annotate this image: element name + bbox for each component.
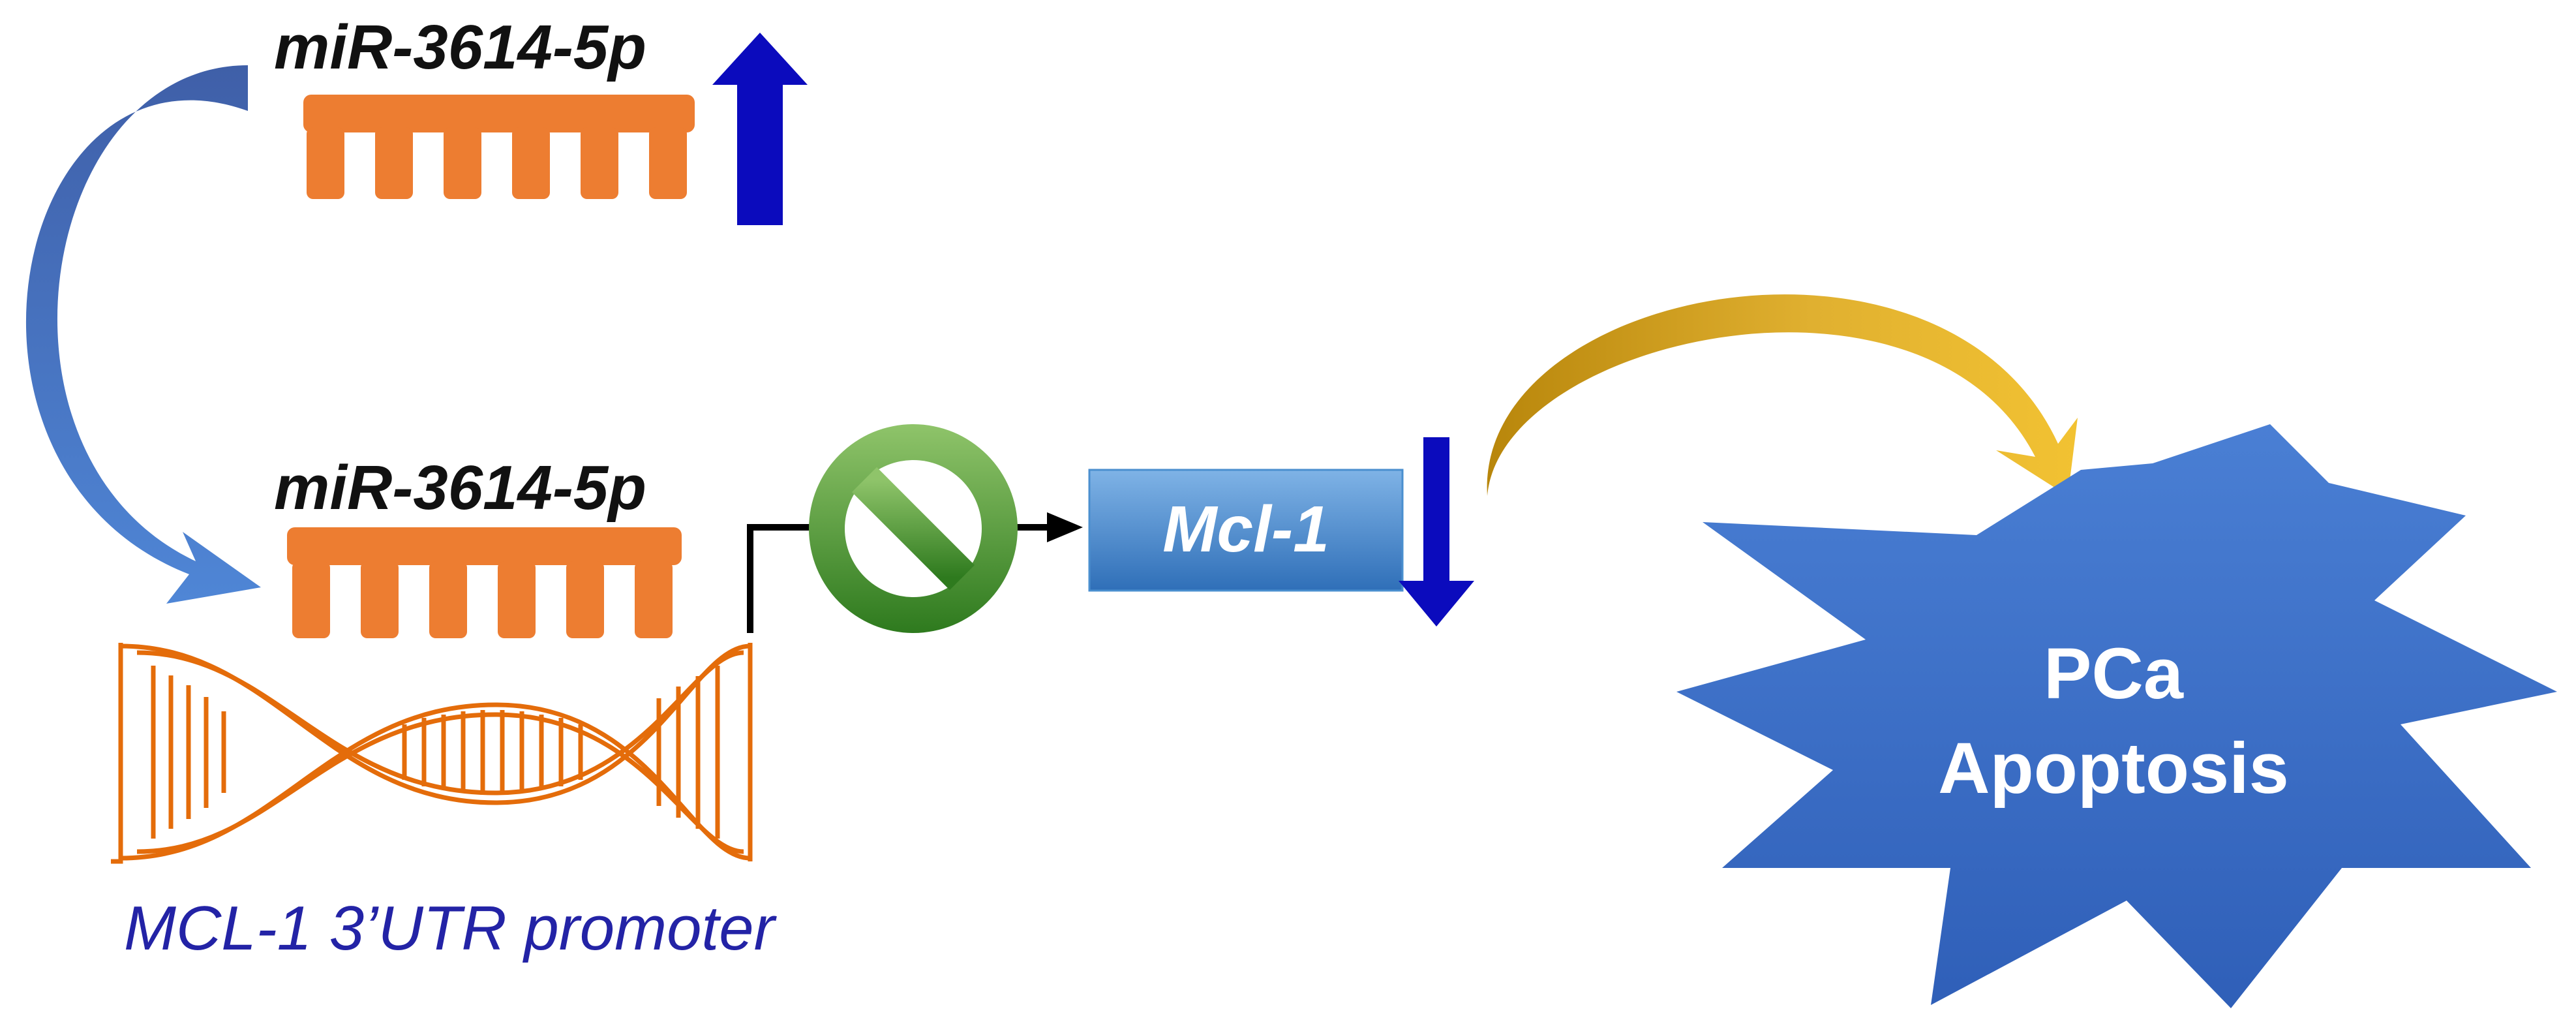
outcome-line2-label: Apoptosis [1938, 728, 2289, 809]
apoptosis-burst [1676, 424, 2557, 1008]
up-arrow-icon [712, 33, 808, 225]
curved-arrow-gold [1487, 294, 2078, 496]
mirna-bound-label: miR-3614-5p [274, 453, 646, 523]
mcl1-label: Mcl-1 [1162, 493, 1329, 566]
down-arrow-icon [1399, 437, 1474, 626]
prohibition-icon [809, 424, 1018, 633]
mirna-top-label: miR-3614-5p [274, 12, 646, 82]
promoter-label: MCL-1 3’UTR promoter [124, 893, 778, 963]
dna-helix-icon [111, 643, 753, 864]
mcl1-box [1088, 469, 1404, 592]
outcome-line1-label: PCa [2044, 634, 2184, 714]
mirna-bound-comb [287, 527, 682, 638]
mirna-top-comb [303, 95, 695, 199]
curved-arrow-blue [25, 65, 261, 604]
